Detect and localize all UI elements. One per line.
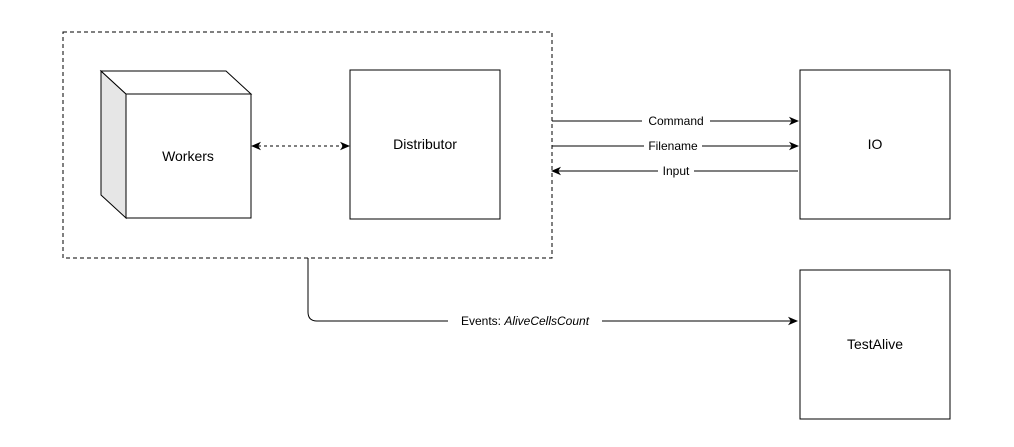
io-box — [799, 69, 951, 220]
events-arrow — [307, 258, 798, 326]
command-edge-label: Command — [648, 114, 703, 128]
test-alive-node[interactable]: TestAlive — [799, 269, 951, 420]
workers-cube-top — [99, 70, 253, 95]
filename-edge-label: Filename — [648, 139, 698, 153]
distributor-label: Distributor — [393, 136, 457, 152]
workers-label: Workers — [162, 148, 214, 164]
input-edge[interactable]: Input — [551, 163, 798, 178]
distributor-node[interactable]: Distributor — [349, 69, 501, 220]
io-node[interactable]: IO — [799, 69, 951, 220]
filename-edge[interactable]: Filename — [552, 138, 799, 153]
io-label: IO — [868, 136, 883, 152]
workers-cube-side — [100, 69, 127, 220]
events-edge[interactable]: Events: AliveCellsCount — [307, 258, 798, 328]
command-edge[interactable]: Command — [552, 113, 799, 128]
distributor-box — [349, 69, 501, 220]
workers-node[interactable]: Workers — [99, 69, 253, 220]
test-alive-label: TestAlive — [847, 336, 903, 352]
workers-cube-front — [125, 93, 252, 219]
events-label-prefix: Events: — [461, 314, 504, 328]
test-alive-box — [799, 269, 951, 420]
input-edge-label: Input — [663, 164, 690, 178]
events-label-emphasis: AliveCellsCount — [503, 314, 589, 328]
events-edge-label: Events: AliveCellsCount — [461, 314, 590, 328]
